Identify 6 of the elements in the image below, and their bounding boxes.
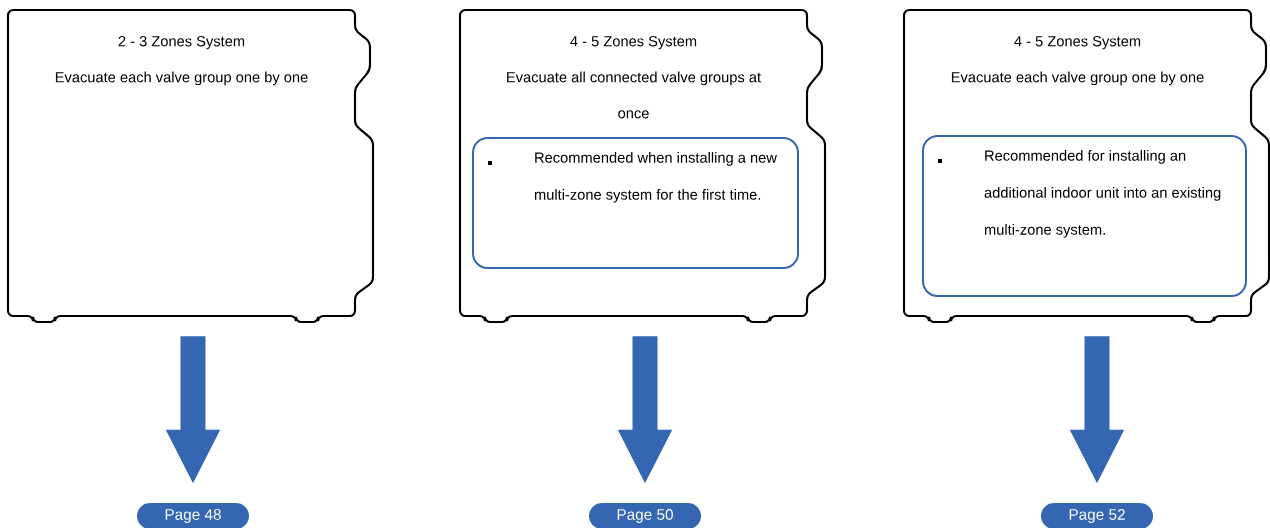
note-box: Recommended for installing an additional indoor unit into an existing multi-zone system. <box>922 135 1247 297</box>
page-badge: Page 50 <box>589 503 701 528</box>
note-box: Recommended when installing a new multi-zone system for the first time. <box>472 137 799 269</box>
page-badge: Page 52 <box>1041 503 1153 528</box>
outdoor-unit-box: 2 - 3 Zones System Evacuate each valve group one by one <box>6 8 375 324</box>
page-badge: Page 48 <box>137 503 249 528</box>
